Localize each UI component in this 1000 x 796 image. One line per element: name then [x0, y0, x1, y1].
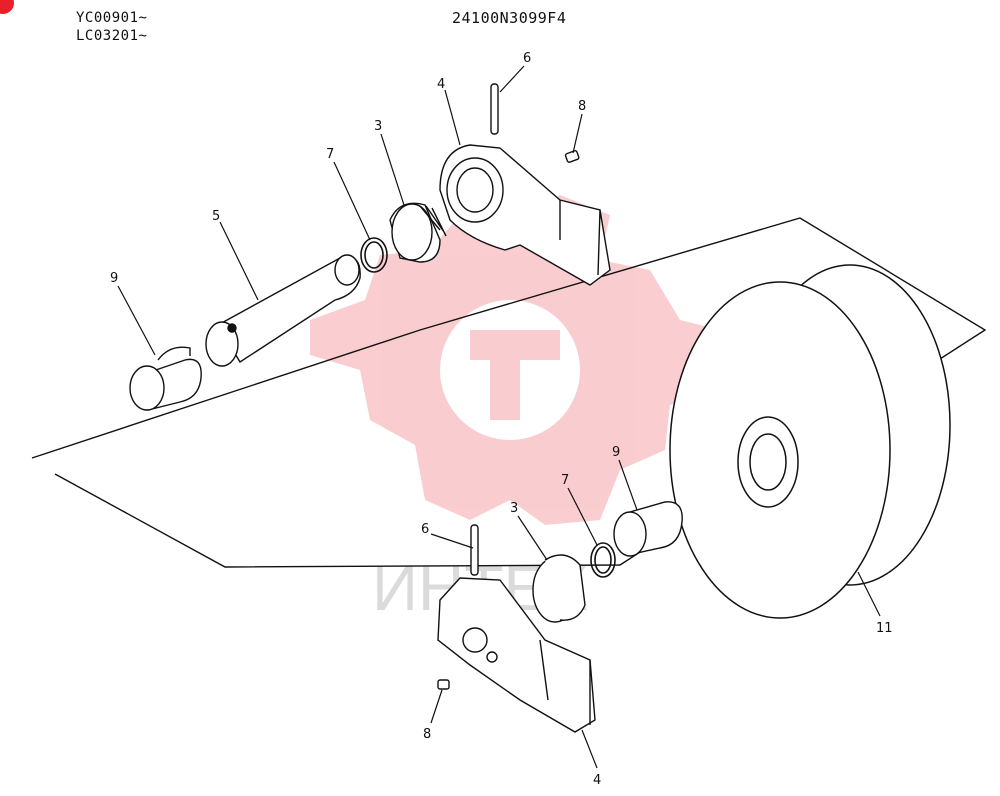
o-ring-bottom [590, 542, 616, 578]
serial-range-1: YC00901~ [76, 10, 148, 26]
plug-bottom [437, 679, 450, 690]
floating-seal-bottom [532, 554, 586, 623]
support-bracket-top [439, 144, 611, 286]
leader-lines [117, 65, 881, 769]
callout-4-bottom: 4 [593, 773, 601, 788]
callout-3-top: 3 [374, 119, 382, 134]
assembly-part-number: 24100N3099F4 [452, 9, 567, 27]
callout-8-top: 8 [578, 99, 586, 114]
watermark-logo [310, 195, 720, 525]
callout-6-top: 6 [523, 51, 531, 66]
callout-8-bottom: 8 [423, 727, 431, 742]
callout-5: 5 [212, 209, 220, 224]
callout-11: 11 [876, 621, 893, 636]
idler-wheel [669, 264, 951, 619]
bushing-right [613, 501, 683, 557]
o-ring-top [360, 237, 388, 273]
roll-pin-bottom [470, 524, 479, 576]
callout-9-right: 9 [612, 445, 620, 460]
support-bracket-bottom [437, 577, 596, 733]
roll-pin-top [490, 83, 499, 135]
callout-7-bottom: 7 [561, 473, 569, 488]
callout-6-bottom: 6 [421, 522, 429, 537]
pin-shaft [205, 254, 361, 367]
corner-badge [0, 0, 14, 14]
callout-9-left: 9 [110, 271, 118, 286]
serial-range-2: LC03201~ [76, 28, 148, 44]
floating-seal-top [389, 202, 447, 263]
callout-7-top: 7 [326, 147, 334, 162]
callout-4-top: 4 [437, 77, 445, 92]
bushing-left [129, 346, 202, 411]
ground-plane-outline [31, 217, 987, 568]
plug-top [564, 150, 580, 163]
callout-3-bottom: 3 [510, 501, 518, 516]
callout-labels: 6 4 8 7 3 5 9 9 7 3 6 11 8 4 [110, 51, 893, 788]
